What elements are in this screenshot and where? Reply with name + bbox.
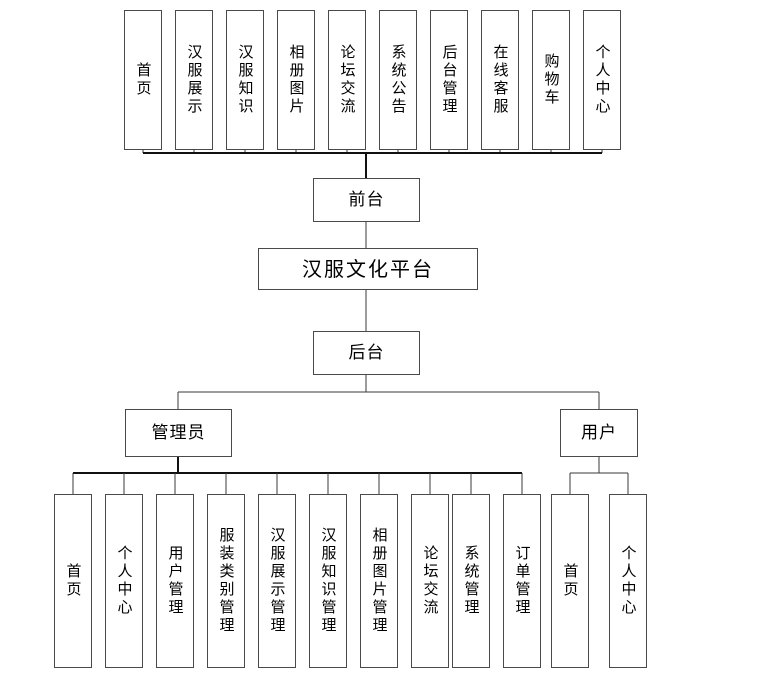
branch-box-frontend[interactable]: 前台 bbox=[313, 178, 420, 222]
user-module-label: 首页 bbox=[561, 563, 580, 599]
user-module-box-0[interactable]: 首页 bbox=[551, 494, 589, 668]
admin-module-box-5[interactable]: 汉服知识管理 bbox=[309, 494, 347, 668]
frontend-module-label: 在线客服 bbox=[491, 44, 510, 116]
role-label: 用户 bbox=[581, 422, 617, 443]
frontend-module-label: 购物车 bbox=[542, 53, 561, 107]
frontend-module-box-9[interactable]: 个人中心 bbox=[583, 10, 621, 150]
frontend-module-box-8[interactable]: 购物车 bbox=[532, 10, 570, 150]
frontend-module-label: 系统公告 bbox=[389, 44, 408, 116]
frontend-module-label: 个人中心 bbox=[593, 44, 612, 116]
user-module-label: 个人中心 bbox=[619, 545, 638, 617]
admin-module-box-8[interactable]: 系统管理 bbox=[452, 494, 490, 668]
frontend-module-box-3[interactable]: 相册图片 bbox=[277, 10, 315, 150]
admin-module-box-9[interactable]: 订单管理 bbox=[503, 494, 541, 668]
user-module-box-1[interactable]: 个人中心 bbox=[609, 494, 647, 668]
admin-module-label: 论坛交流 bbox=[421, 545, 440, 617]
admin-module-box-3[interactable]: 服装类别管理 bbox=[207, 494, 245, 668]
frontend-module-label: 首页 bbox=[134, 62, 153, 98]
admin-module-box-1[interactable]: 个人中心 bbox=[105, 494, 143, 668]
frontend-module-label: 相册图片 bbox=[287, 44, 306, 116]
admin-module-box-7[interactable]: 论坛交流 bbox=[411, 494, 449, 668]
admin-module-label: 服装类别管理 bbox=[217, 527, 236, 635]
branch-box-backend[interactable]: 后台 bbox=[313, 331, 420, 375]
admin-module-box-0[interactable]: 首页 bbox=[54, 494, 92, 668]
frontend-module-box-5[interactable]: 系统公告 bbox=[379, 10, 417, 150]
frontend-module-box-6[interactable]: 后台管理 bbox=[430, 10, 468, 150]
admin-module-label: 首页 bbox=[64, 563, 83, 599]
admin-module-label: 订单管理 bbox=[513, 545, 532, 617]
branch-label: 后台 bbox=[348, 342, 385, 363]
frontend-module-box-1[interactable]: 汉服展示 bbox=[175, 10, 213, 150]
admin-module-label: 个人中心 bbox=[115, 545, 134, 617]
admin-module-label: 相册图片管理 bbox=[370, 527, 389, 635]
root-box-platform[interactable]: 汉服文化平台 bbox=[258, 248, 478, 290]
frontend-module-label: 后台管理 bbox=[440, 44, 459, 116]
admin-module-label: 用户管理 bbox=[166, 545, 185, 617]
frontend-module-box-2[interactable]: 汉服知识 bbox=[226, 10, 264, 150]
admin-module-label: 汉服知识管理 bbox=[319, 527, 338, 635]
frontend-module-label: 论坛交流 bbox=[338, 44, 357, 116]
frontend-module-label: 汉服知识 bbox=[236, 44, 255, 116]
admin-module-box-6[interactable]: 相册图片管理 bbox=[360, 494, 398, 668]
frontend-module-box-0[interactable]: 首页 bbox=[124, 10, 162, 150]
admin-module-box-2[interactable]: 用户管理 bbox=[156, 494, 194, 668]
role-box-admin[interactable]: 管理员 bbox=[125, 409, 232, 457]
frontend-module-label: 汉服展示 bbox=[185, 44, 204, 116]
frontend-module-box-4[interactable]: 论坛交流 bbox=[328, 10, 366, 150]
role-label: 管理员 bbox=[151, 422, 206, 443]
admin-module-label: 汉服展示管理 bbox=[268, 527, 287, 635]
branch-label: 前台 bbox=[348, 189, 385, 210]
admin-module-box-4[interactable]: 汉服展示管理 bbox=[258, 494, 296, 668]
role-box-user[interactable]: 用户 bbox=[560, 409, 638, 457]
admin-module-label: 系统管理 bbox=[462, 545, 481, 617]
root-label: 汉服文化平台 bbox=[302, 257, 434, 281]
frontend-module-box-7[interactable]: 在线客服 bbox=[481, 10, 519, 150]
